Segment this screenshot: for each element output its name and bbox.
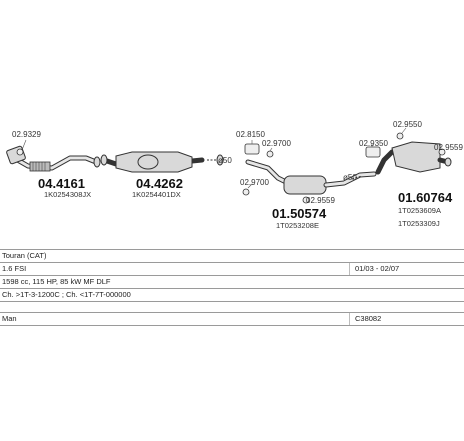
middle-silencer-oe: 1T0253208E (276, 221, 319, 230)
spec-row-model: Touran (CAT) (0, 249, 464, 262)
spec-chassis: Ch. >1T-3-1200C ; Ch. <1T-7T-000000 (2, 290, 131, 299)
rear-clamp-left[interactable] (365, 144, 381, 158)
spec-model: Touran (CAT) (2, 251, 47, 260)
catalyst[interactable] (100, 151, 205, 173)
front-pipe-oe: 1K0254308JX (44, 190, 91, 199)
spec-years: 01/03 - 02/07 (355, 264, 400, 273)
spec-row-brand: Man C38082 (0, 312, 464, 326)
rear-silencer-number: 01.60764 (398, 190, 453, 205)
middle-clamp-top-ref: 02.8150 (236, 130, 265, 139)
exhaust-diagram: 02.9329 04.4161 1K0254308JX 04.4262 1K02… (6, 120, 463, 230)
diameter-2: ø50 (343, 173, 357, 182)
rear-hanger-right-ref: 02.9559 (434, 143, 463, 152)
spec-row-details: 1598 cc, 115 HP, 85 kW MF DLF (0, 275, 464, 288)
middle-hanger-bottom-ref: 02.9559 (306, 196, 335, 205)
spec-engine: 1.6 FSI (2, 264, 27, 273)
middle-hanger-left[interactable] (242, 183, 253, 196)
flex-pipe (29, 161, 51, 172)
spec-details: 1598 cc, 115 HP, 85 kW MF DLF (2, 277, 111, 286)
middle-silencer-number: 01.50574 (272, 206, 327, 221)
rear-silencer-oe-1: 1T0253609A (398, 206, 441, 215)
catalyst-number: 04.4262 (136, 176, 183, 191)
front-pipe-number: 04.4161 (38, 176, 85, 191)
rear-hanger-top-ref: 02.9550 (393, 120, 422, 129)
spec-table: Touran (CAT) 1.6 FSI 01/03 - 02/07 1598 … (0, 249, 464, 326)
spec-row-engine: 1.6 FSI 01/03 - 02/07 (0, 262, 464, 275)
middle-hanger-top[interactable] (266, 147, 274, 158)
spec-gap (0, 301, 464, 312)
front-pipe[interactable] (6, 145, 101, 172)
rear-hanger-top[interactable] (396, 127, 407, 140)
diameter-1: ø50 (218, 156, 232, 165)
rear-clamp-left-ref: 02.9350 (359, 139, 388, 148)
spec-code: C38082 (355, 314, 382, 323)
middle-silencer[interactable] (245, 159, 377, 195)
rear-silencer[interactable] (375, 141, 452, 175)
spec-brand: Man (2, 314, 17, 323)
joint-2[interactable] (351, 175, 363, 180)
middle-hanger-bottom[interactable] (302, 196, 310, 204)
spec-row-chassis: Ch. >1T-3-1200C ; Ch. <1T-7T-000000 (0, 288, 464, 301)
joint-1[interactable] (207, 154, 224, 166)
front-pipe-clamp-ref: 02.9329 (12, 130, 41, 139)
middle-clamp-top[interactable] (244, 140, 260, 155)
middle-hanger-left-ref: 02.9700 (240, 178, 269, 187)
rear-hanger-right[interactable] (438, 148, 446, 156)
middle-hanger-top-ref: 02.9700 (262, 139, 291, 148)
catalyst-oe: 1K0254401DX (132, 190, 181, 199)
front-pipe-clamp[interactable] (16, 139, 27, 156)
rear-silencer-oe-2: 1T0253309J (398, 219, 440, 228)
